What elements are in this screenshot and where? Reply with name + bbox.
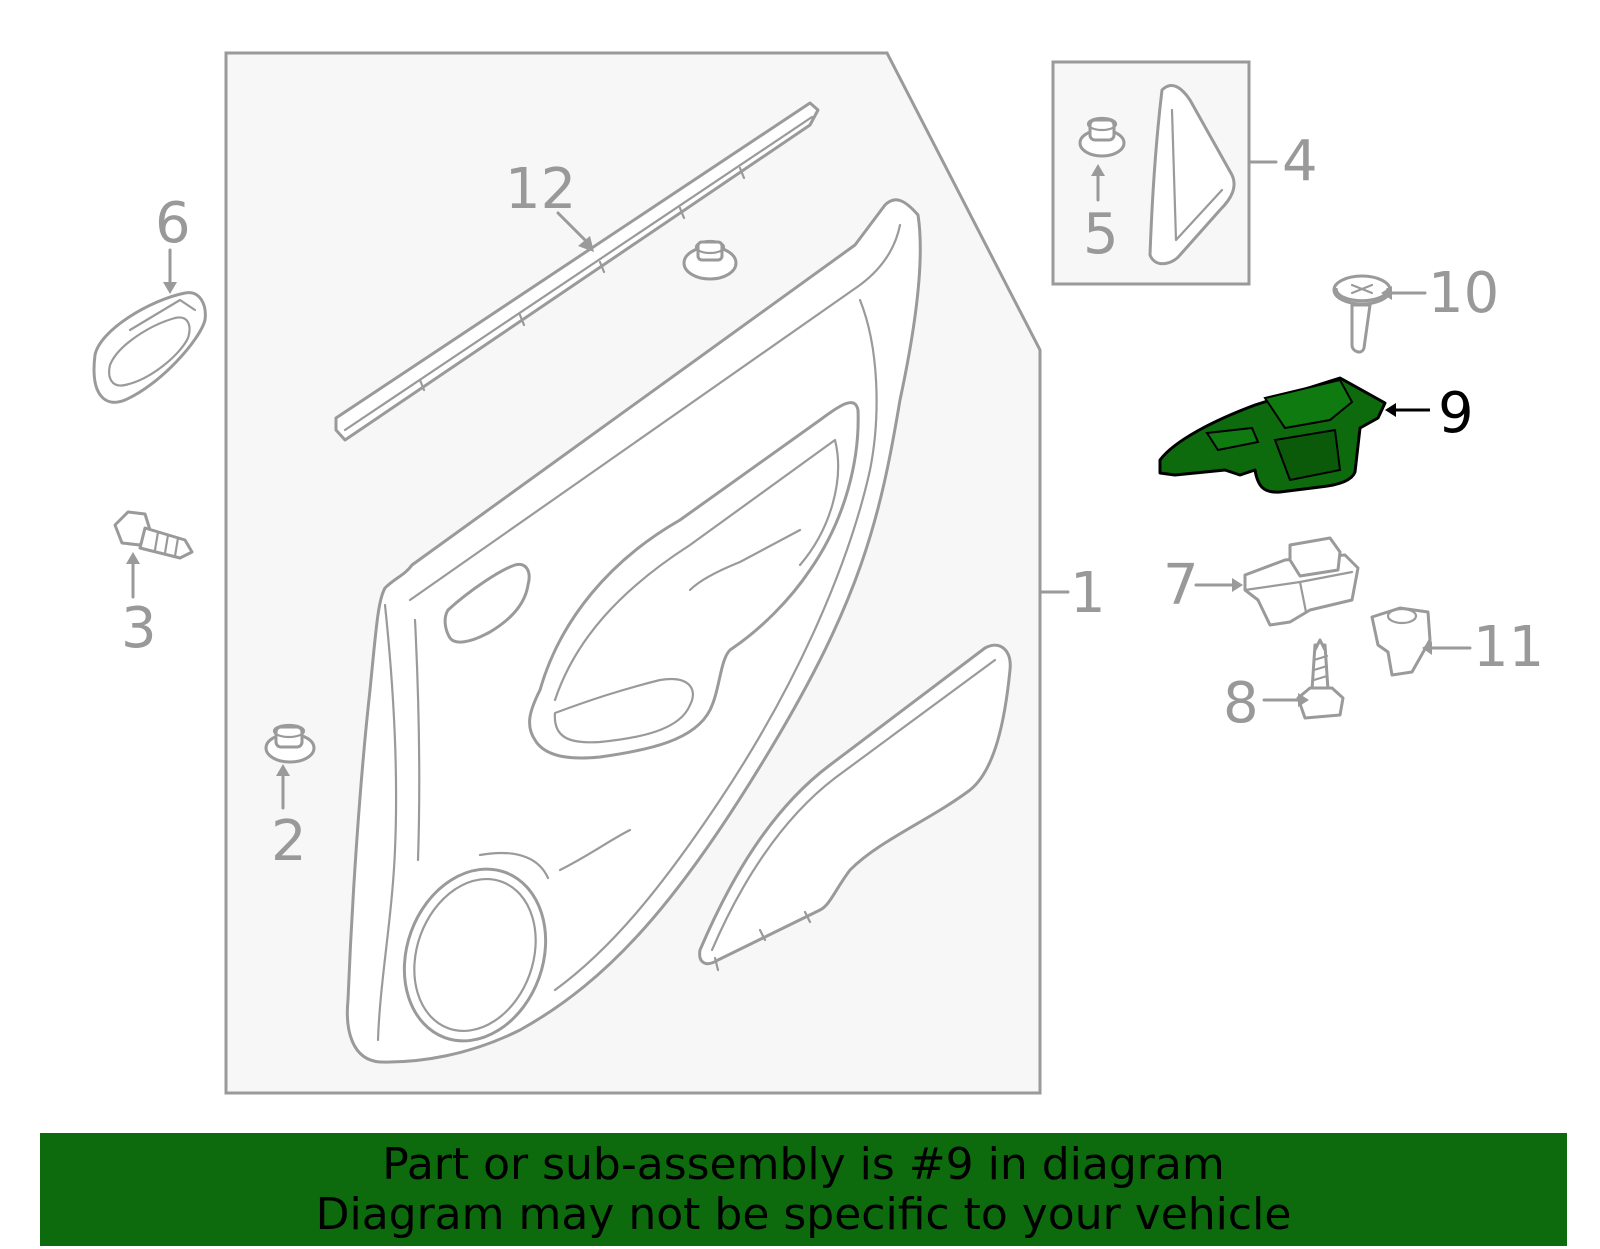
callout-11-arrow [1422,641,1432,655]
lower-trim-insert[interactable] [698,643,1012,972]
callout-10-arrow [1381,286,1392,300]
window-switch-7[interactable] [1243,536,1360,627]
callout-12: 12 [505,157,576,222]
clip-2[interactable] [264,723,316,764]
callout-3-arrow [126,552,140,564]
bolt-8[interactable] [1296,638,1345,720]
clip-5[interactable] [1078,116,1126,158]
callout-7-arrow [1232,578,1243,592]
banner-line-disclaimer: Diagram may not be specific to your vehi… [315,1189,1292,1240]
corner-garnish[interactable] [1148,84,1236,266]
callout-8: 8 [1223,671,1259,736]
door-trim-panel[interactable] [345,198,922,1064]
callout-5-arrow [1091,164,1105,176]
screw-3[interactable] [113,510,194,560]
banner-line-part: Part or sub-assembly is #9 in diagram [382,1139,1225,1190]
callout-11: 11 [1473,615,1544,680]
info-banner: Part or sub-assembly is #9 in diagram Di… [40,1133,1567,1246]
callout-12-leader [556,211,587,242]
callout-10: 10 [1428,261,1499,326]
callout-4: 4 [1282,129,1318,194]
callout-7: 7 [1163,553,1199,618]
callout-6: 6 [155,191,191,256]
screw-10[interactable] [1332,274,1392,354]
callout-6-arrow [163,282,177,294]
callout-2-arrow [276,764,290,776]
belt-molding-strip[interactable] [334,101,820,442]
cap-11[interactable] [1370,606,1432,677]
panel-clip[interactable] [682,239,738,281]
callout-2: 2 [271,809,307,874]
inside-handle-bezel[interactable] [92,291,207,404]
callout-9: 9 [1438,381,1474,446]
callout-9-arrow [1385,403,1396,417]
callout-8-arrow [1298,693,1309,707]
callout-3: 3 [121,596,157,661]
callout-1: 1 [1070,561,1106,626]
callout-12-arrow [578,236,594,252]
callout-5: 5 [1083,202,1119,267]
power-window-switch-bezel[interactable] [1158,376,1387,494]
